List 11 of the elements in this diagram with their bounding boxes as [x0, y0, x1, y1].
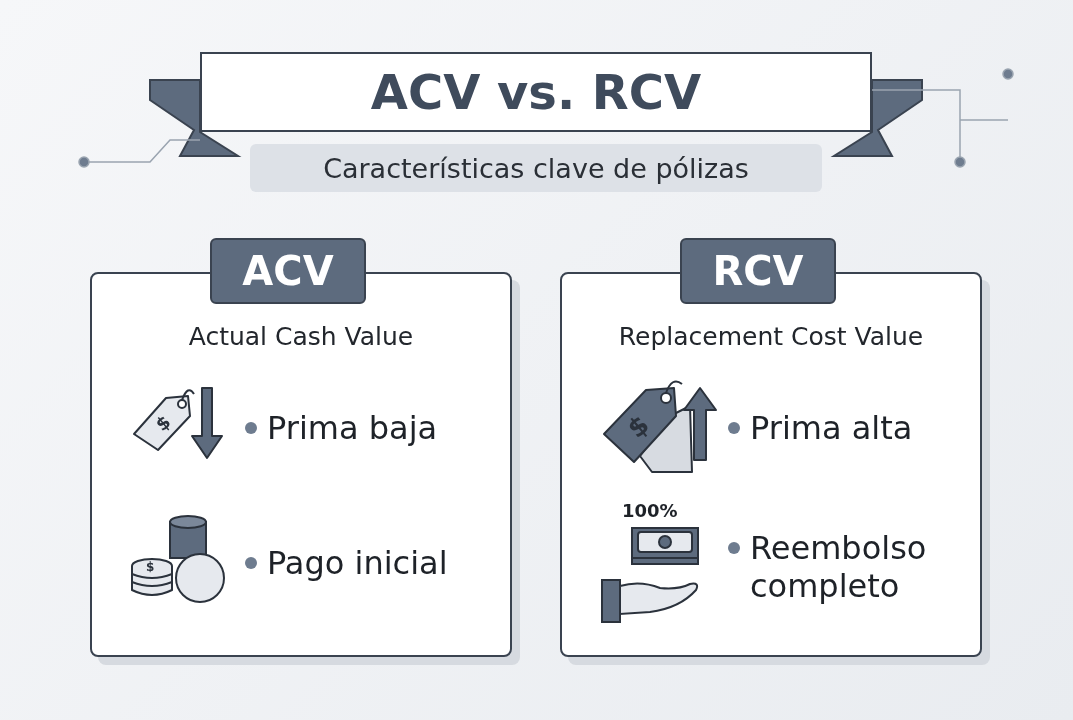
subtitle-band: Características clave de pólizas	[250, 144, 822, 192]
feature-text: Pago inicial	[267, 544, 449, 582]
feature-text: Prima baja	[267, 409, 439, 447]
feature-text: Prima alta	[750, 409, 914, 447]
percent-label: 100%	[622, 500, 678, 521]
title: ACV vs. RCV	[370, 64, 702, 120]
card-subtitle: Actual Cash Value	[187, 322, 415, 351]
card-heading-tab: ACV	[210, 238, 366, 304]
card-heading-tab: RCV	[680, 238, 836, 304]
card-subtitle: Replacement Cost Value	[617, 322, 925, 351]
feature-text: Reembolso completo	[750, 529, 928, 605]
